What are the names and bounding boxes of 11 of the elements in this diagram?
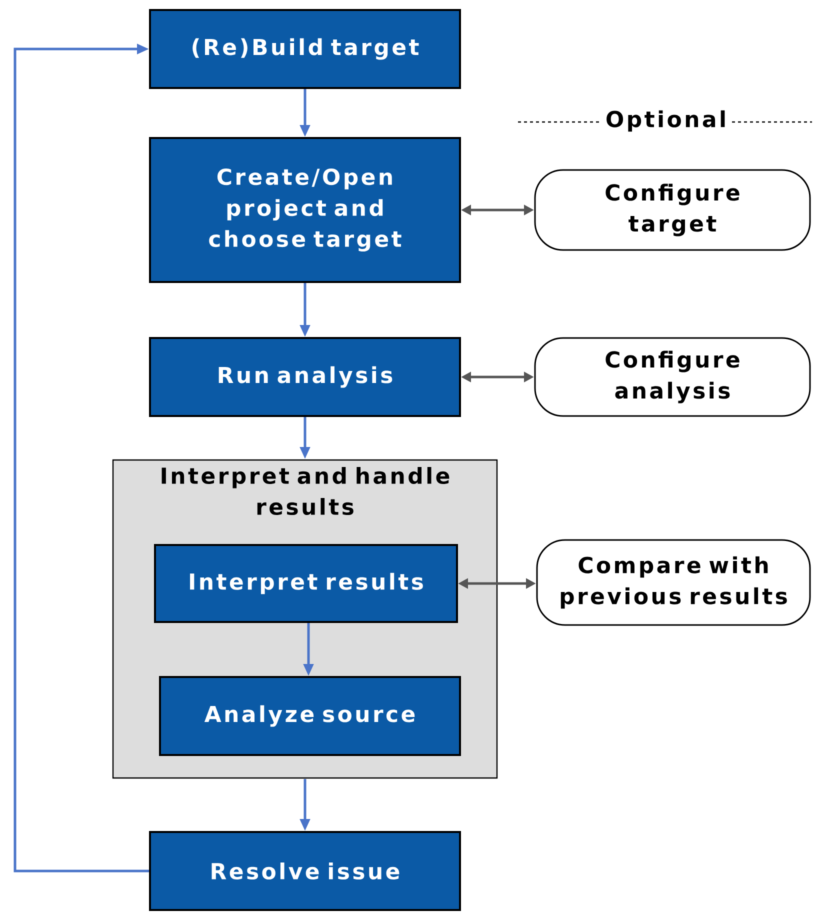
option-box: Compare with previous results [536, 539, 811, 626]
optional-label: Optional [606, 110, 725, 132]
process-box: Run analysis [149, 337, 461, 417]
process-box: (Re)Build target [149, 9, 461, 89]
process-box: Analyze source [159, 676, 461, 756]
process-box: Interpret results [154, 544, 458, 623]
process-box: Create/Open project and choose target [149, 137, 461, 283]
arrow [14, 44, 149, 872]
process-box: Resolve issue [149, 831, 461, 911]
option-box: Configure target [534, 169, 811, 251]
option-box: Configure analysis [534, 337, 811, 417]
